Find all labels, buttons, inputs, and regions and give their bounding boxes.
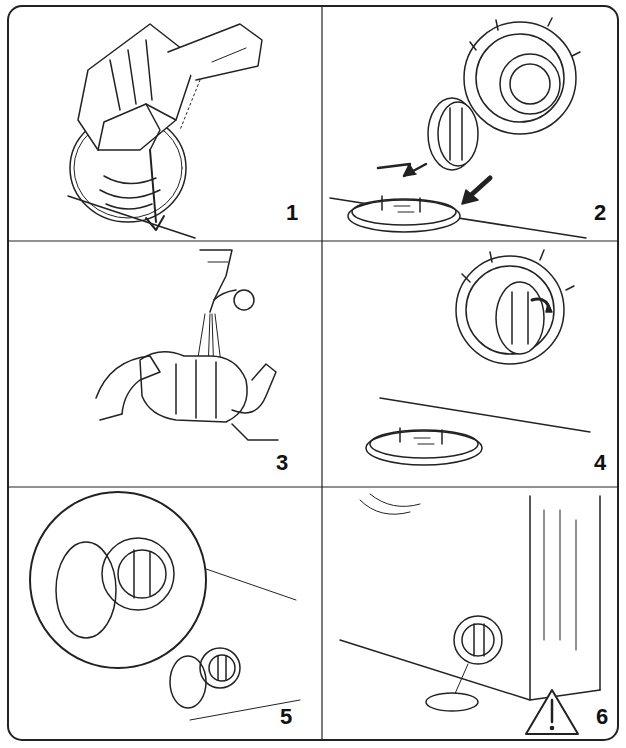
outer-frame: [8, 6, 618, 740]
step-number: 6: [596, 706, 608, 728]
warning-triangle: [526, 690, 578, 734]
step-number: 1: [286, 202, 298, 224]
step-number: 5: [280, 706, 292, 728]
step-number: 4: [594, 452, 606, 474]
panel-2-illustration: [330, 18, 586, 238]
step-number: 2: [594, 202, 606, 224]
panel-divider: [321, 6, 322, 740]
step-number: 3: [276, 452, 288, 474]
panel-1-illustration: [68, 24, 262, 238]
panel-3-illustration: [96, 250, 278, 440]
panel-divider: [8, 240, 618, 241]
panel-5-illustration: [30, 492, 300, 720]
panel-4-illustration: [366, 250, 590, 465]
panel-6-illustration: [340, 494, 600, 734]
panel-divider: [8, 486, 618, 487]
